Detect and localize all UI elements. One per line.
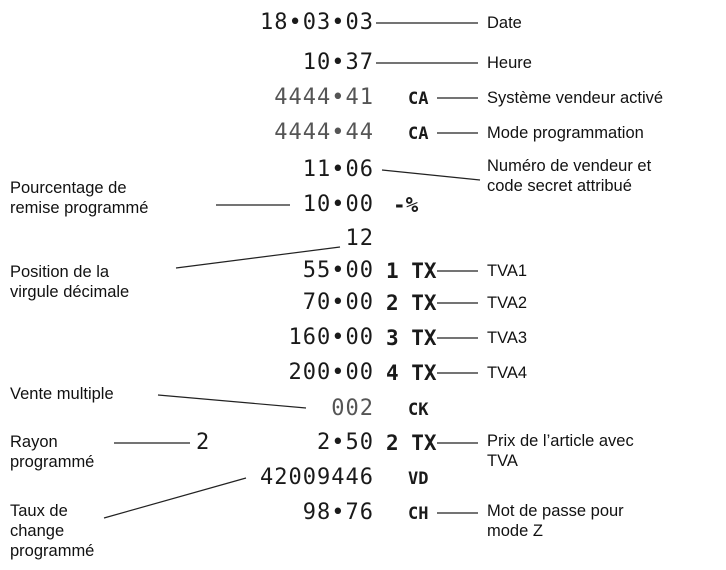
receipt-discount-value: 10•00 xyxy=(302,192,374,217)
leader-multiple-sale xyxy=(157,394,307,409)
receipt-decimal-position: 12 xyxy=(345,226,374,251)
label-tva4: TVA4 xyxy=(487,364,528,382)
receipt-tva4-code: 4 TX xyxy=(386,361,437,385)
label-tva3: TVA3 xyxy=(487,329,528,347)
label-z-password: Mot de passe pour mode Z xyxy=(487,502,624,540)
receipt-multiple-sale-code: CK xyxy=(408,400,429,420)
receipt-department-value: 2•50 xyxy=(317,430,374,455)
label-exchange-rate: Taux de change programmé xyxy=(10,502,95,560)
label-seller-system: Système vendeur activé xyxy=(487,89,664,107)
label-multiple-sale: Vente multiple xyxy=(10,385,114,403)
label-tva1: TVA1 xyxy=(487,262,528,280)
receipt-time: 10•37 xyxy=(302,50,374,75)
label-discount: Pourcentage de remise programmé xyxy=(10,179,149,217)
label-program-mode: Mode programmation xyxy=(487,124,644,142)
receipt-tva1-code: 1 TX xyxy=(386,259,437,283)
receipt-discount-code: -% xyxy=(393,193,419,217)
label-item-price: Prix de l’article avec TVA xyxy=(487,432,634,470)
receipt-department-code: 2 TX xyxy=(386,431,437,455)
receipt-tva4-value: 200•00 xyxy=(288,360,374,385)
leader-seller-number xyxy=(381,169,481,181)
receipt-tva3-value: 160•00 xyxy=(288,325,374,350)
receipt-program-mode-code: CA xyxy=(408,124,429,144)
receipt-date: 18•03•03 xyxy=(260,10,374,35)
receipt-seller-system-code: CA xyxy=(408,89,429,109)
receipt-exchange-rate-value: 42009446 xyxy=(260,465,374,490)
receipt-z-password-code: CH xyxy=(408,504,429,524)
leader-exchange-rate xyxy=(103,477,247,519)
label-seller-number: Numéro de vendeur et code secret attribu… xyxy=(487,157,652,195)
receipt-tva2-value: 70•00 xyxy=(302,290,374,315)
receipt-z-password-value: 98•76 xyxy=(302,500,374,525)
receipt-tva3-code: 3 TX xyxy=(386,326,437,350)
label-decimal-position: Position de la virgule décimale xyxy=(10,263,130,301)
receipt-program-mode-value: 4444•44 xyxy=(274,120,374,145)
receipt-seller-system-value: 4444•41 xyxy=(274,85,374,110)
label-date: Date xyxy=(487,14,522,32)
receipt-multiple-sale-value: 002 xyxy=(331,396,374,421)
receipt-exchange-rate-code: VD xyxy=(408,469,429,489)
receipt-seller-number: 11•06 xyxy=(302,157,374,182)
receipt-department-number: 2 xyxy=(196,430,211,455)
label-time: Heure xyxy=(487,54,532,72)
label-tva2: TVA2 xyxy=(487,294,528,312)
leader-decimal-position xyxy=(175,246,341,269)
receipt-tva2-code: 2 TX xyxy=(386,291,437,315)
receipt-tva1-value: 55•00 xyxy=(302,258,374,283)
label-department: Rayon programmé xyxy=(10,433,95,471)
